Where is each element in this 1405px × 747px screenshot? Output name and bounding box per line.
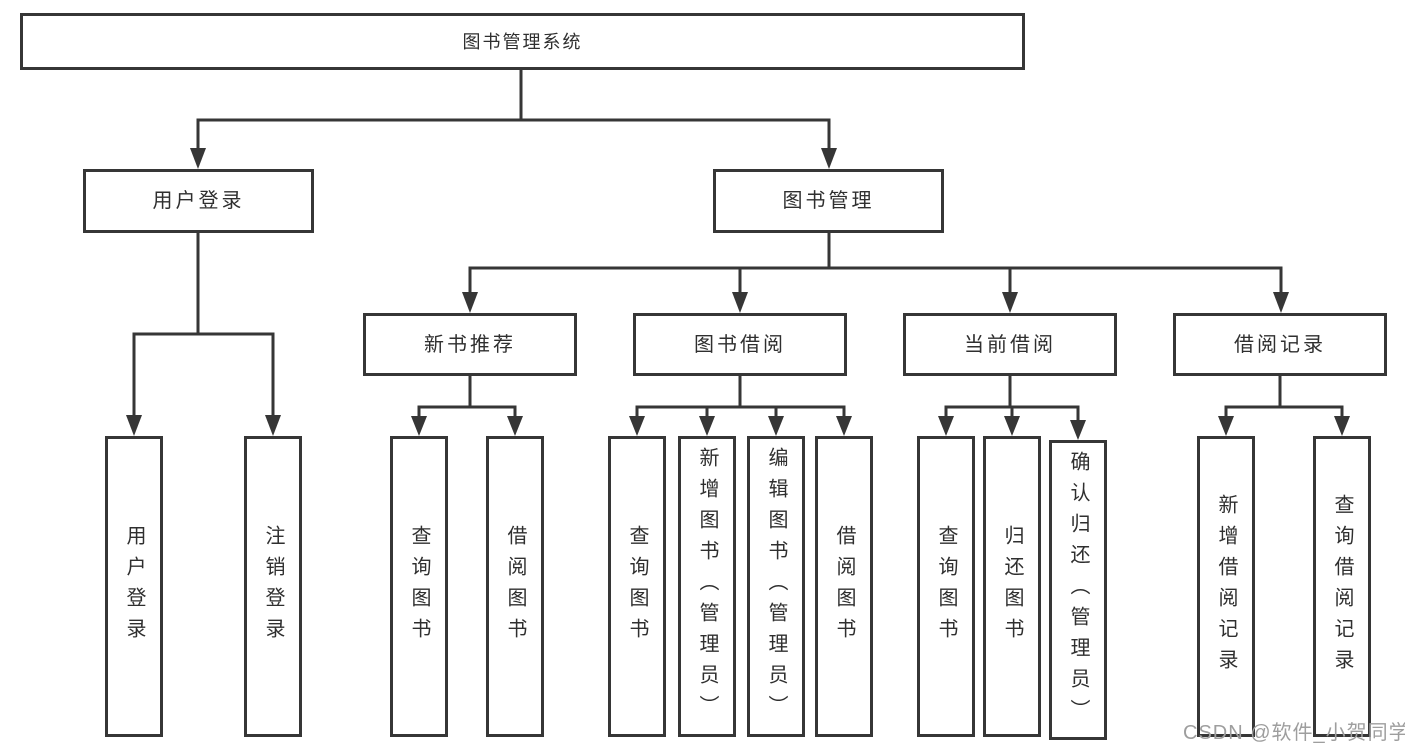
node-label: 新增图书（管理员）	[696, 447, 718, 726]
node-label: 当前借阅	[964, 333, 1056, 356]
node-borrowing-records: 借阅记录	[1173, 313, 1387, 376]
node-label: 新书推荐	[424, 333, 516, 356]
node-label: 查询借阅记录	[1331, 493, 1353, 680]
node-label: 图书管理系统	[462, 31, 583, 52]
watermark-text: CSDN @软件_小贺同学	[1183, 722, 1405, 744]
leaf-confirm-return-admin: 确认归还（管理员）	[1049, 440, 1107, 740]
node-label: 借阅图书	[833, 524, 855, 649]
leaf-query-books-3: 查询图书	[917, 436, 975, 737]
node-label: 编辑图书（管理员）	[765, 447, 787, 726]
leaf-borrow-books-1: 借阅图书	[486, 436, 544, 737]
node-library-system: 图书管理系统	[20, 13, 1025, 70]
node-user-login: 用户登录	[83, 169, 314, 233]
leaf-add-borrow-record: 新增借阅记录	[1197, 436, 1255, 737]
leaf-user-login: 用户登录	[105, 436, 163, 737]
node-label: 用户登录	[152, 190, 245, 212]
leaf-query-books-1: 查询图书	[390, 436, 448, 737]
node-new-book-recommendation: 新书推荐	[363, 313, 577, 376]
node-current-borrowing: 当前借阅	[903, 313, 1117, 376]
node-label: 借阅记录	[1234, 333, 1326, 356]
node-label: 查询图书	[408, 524, 430, 649]
node-label: 图书借阅	[694, 333, 786, 356]
node-label: 用户登录	[123, 524, 145, 649]
node-label: 注销登录	[262, 524, 284, 649]
node-label: 借阅图书	[504, 524, 526, 649]
node-label: 确认归还（管理员）	[1067, 450, 1089, 730]
leaf-borrow-books-2: 借阅图书	[815, 436, 873, 737]
leaf-return-books: 归还图书	[983, 436, 1041, 737]
node-label: 新增借阅记录	[1215, 493, 1237, 680]
node-book-borrowing: 图书借阅	[633, 313, 847, 376]
node-label: 归还图书	[1001, 524, 1023, 649]
leaf-add-books-admin: 新增图书（管理员）	[678, 436, 736, 737]
node-label: 查询图书	[626, 524, 648, 649]
node-label: 图书管理	[782, 190, 875, 212]
leaf-logout: 注销登录	[244, 436, 302, 737]
leaf-query-books-2: 查询图书	[608, 436, 666, 737]
node-label: 查询图书	[935, 524, 957, 649]
leaf-edit-books-admin: 编辑图书（管理员）	[747, 436, 805, 737]
leaf-query-borrow-record: 查询借阅记录	[1313, 436, 1371, 737]
node-book-management: 图书管理	[713, 169, 944, 233]
